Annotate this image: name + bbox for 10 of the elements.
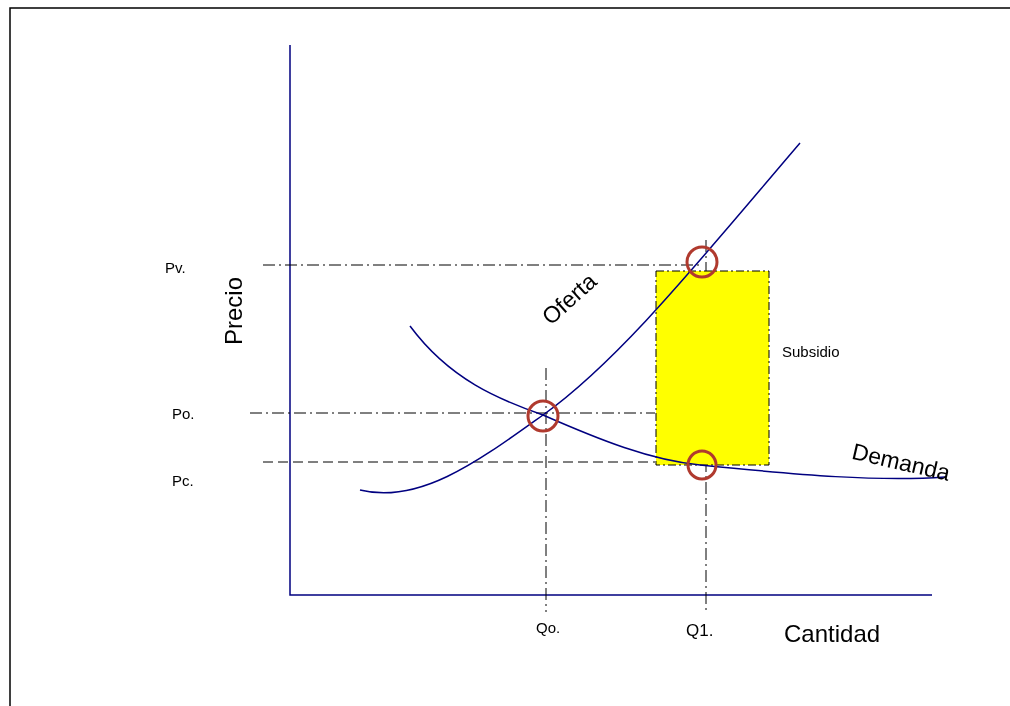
subsidy-rectangle [655,270,770,466]
price-label: Po. [172,406,195,421]
quantity-label: Qo. [536,620,561,635]
curve-label: Demanda [849,440,953,485]
price-label: Pv. [165,260,186,275]
quantity-label: Q1. [686,622,714,639]
axis-title: Cantidad [784,622,881,646]
area-label: Subsidio [782,344,840,359]
axis-title: Precio [222,276,246,345]
price-label: Pc. [172,473,194,488]
